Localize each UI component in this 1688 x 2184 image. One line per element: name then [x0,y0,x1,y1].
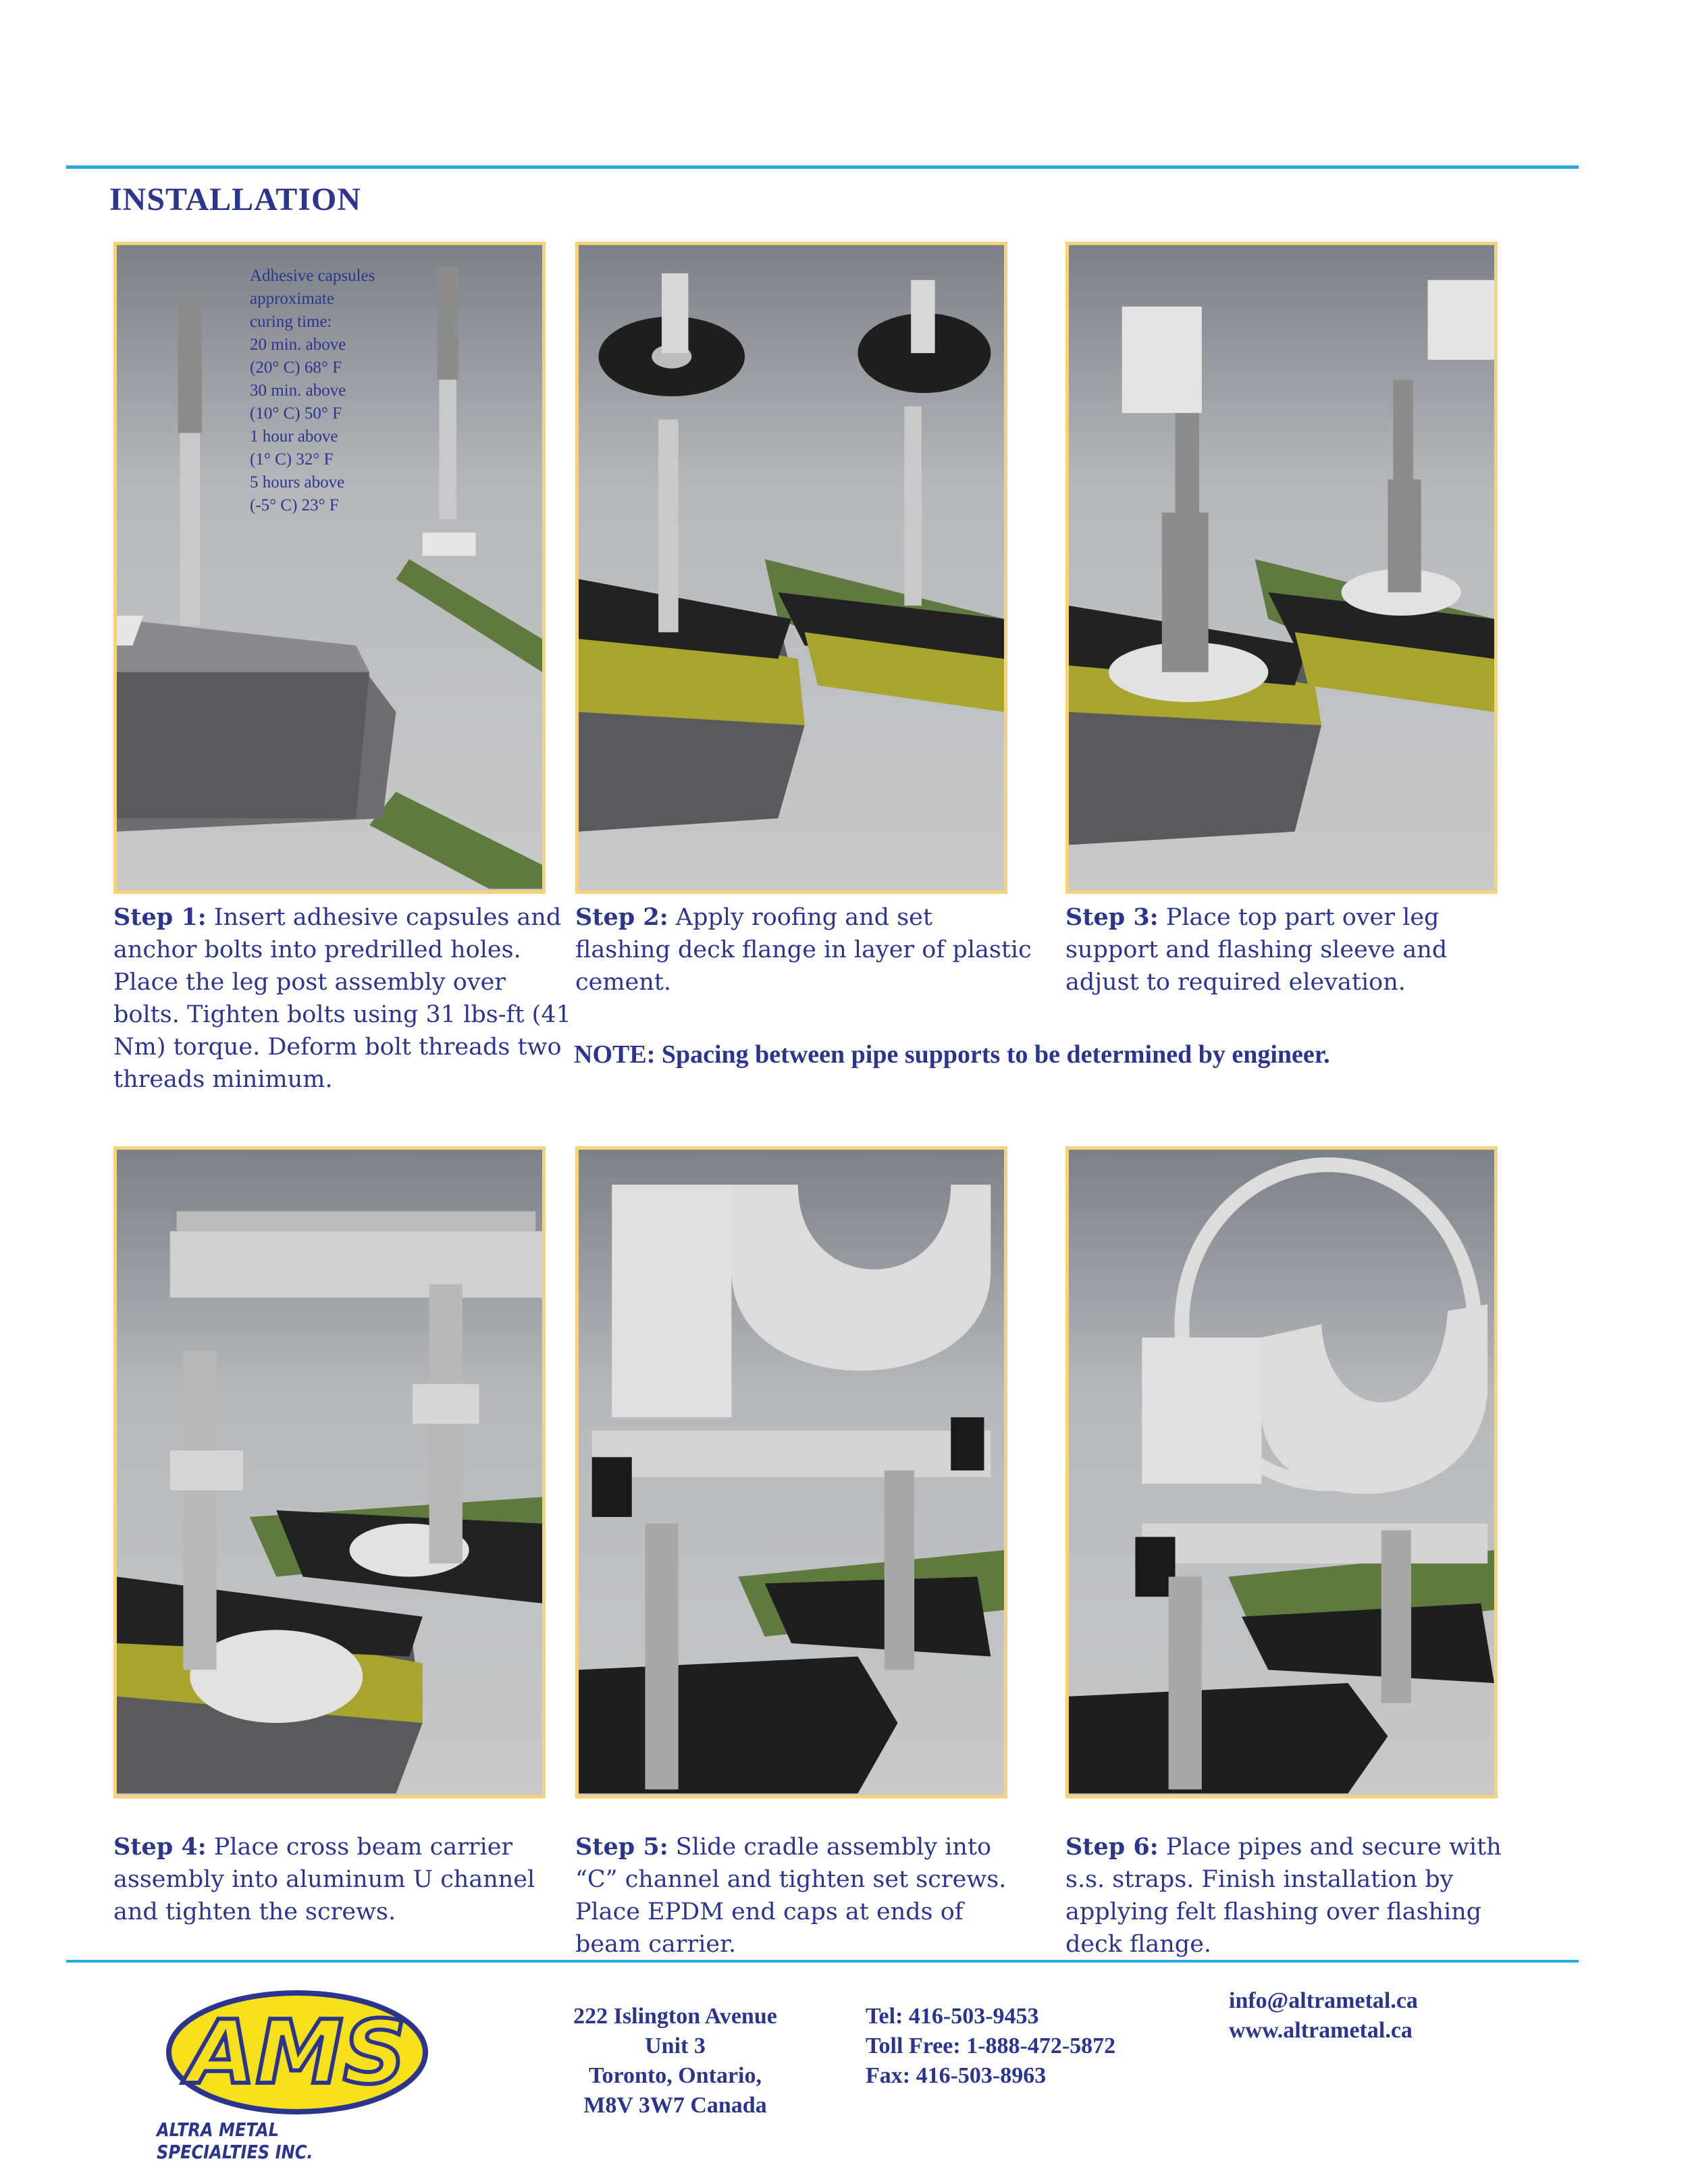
curing-line: approximate [250,290,334,308]
step-5-drawing [579,1184,1004,1794]
curing-time-note: Adhesive capsules approximate curing tim… [250,265,425,517]
step-1-label: Step 1: [113,903,207,931]
curing-line: Adhesive capsules [250,267,375,285]
step-3-caption: Step 3: Place top part over leg support … [1065,901,1525,998]
email-link[interactable]: info@altrametal.ca [1229,1988,1418,2013]
address-line: Toronto, Ontario, [589,2063,762,2088]
step-1-illustration [113,242,546,894]
logo-lettering: AMS [182,2001,406,2104]
step-2-caption: Step 2: Apply roofing and set flashing d… [575,901,1034,998]
step-4-text: Place cross beam carrier assembly into a… [113,1834,535,1925]
address-line: 222 Islington Avenue [573,2004,777,2029]
step-5-label: Step 5: [575,1833,668,1861]
step-1-text: Insert adhesive capsules and anchor bolt… [113,904,571,1093]
step-4-illustration [113,1146,546,1799]
step-3-text: Place top part over leg support and flas… [1065,904,1448,996]
step-5-illustration [575,1146,1007,1799]
address-line: Unit 3 [645,2033,706,2058]
step-6-caption: Step 6: Place pipes and secure with s.s.… [1065,1831,1525,1961]
company-logo: AMS [166,1990,428,2114]
company-name: ALTRA METAL SPECIALTIES INC. [157,2119,313,2163]
step-6-drawing [1069,1157,1494,1794]
spacing-note: NOTE: Spacing between pipe supports to b… [574,1040,1330,1069]
step-2-text: Apply roofing and set flashing deck flan… [575,904,1032,996]
step-6-illustration [1065,1146,1498,1799]
top-rule [66,165,1579,169]
contact-web: info@altrametal.ca www.altrametal.ca [1229,1986,1499,2046]
step-2-label: Step 2: [575,903,668,931]
curing-line: (20° C) 68° F [250,358,342,377]
step-2-illustration [575,242,1007,894]
step-1-caption: Step 1: Insert adhesive capsules and anc… [113,901,573,1096]
step-6-text: Place pipes and secure with s.s. straps.… [1065,1834,1502,1958]
address-line: M8V 3W7 Canada [583,2093,767,2118]
bottom-rule [66,1960,1579,1963]
step-1-drawing [117,267,542,889]
curing-line: 5 hours above [250,473,345,491]
step-4-drawing [117,1211,542,1794]
curing-line: 1 hour above [250,427,338,446]
fax-number: Fax: 416-503-8963 [866,2063,1047,2088]
step-3-drawing [1069,279,1494,845]
curing-line: curing time: [250,313,332,331]
step-3-label: Step 3: [1065,903,1159,931]
phone-number: Tel: 416-503-9453 [866,2004,1039,2029]
step-5-text: Slide cradle assembly into “C” channel a… [575,1834,1007,1958]
curing-line: 20 min. above [250,336,346,354]
curing-line: 30 min. above [250,381,346,400]
toll-free-number: Toll Free: 1-888-472-5872 [866,2033,1116,2058]
step-4-label: Step 4: [113,1833,207,1861]
step-6-label: Step 6: [1065,1833,1159,1861]
curing-line: (-5° C) 23° F [250,496,339,514]
contact-phones: Tel: 416-503-9453 Toll Free: 1-888-472-5… [866,2002,1217,2091]
step-2-drawing [579,273,1004,832]
step-3-illustration [1065,242,1498,894]
page-title: INSTALLATION [109,182,361,217]
step-4-caption: Step 4: Place cross beam carrier assembl… [113,1831,573,1928]
curing-line: (1° C) 32° F [250,450,334,469]
step-5-caption: Step 5: Slide cradle assembly into “C” c… [575,1831,1034,1961]
address-block: 222 Islington Avenue Unit 3 Toronto, Ont… [540,2002,810,2121]
curing-line: (10° C) 50° F [250,404,342,423]
website-link[interactable]: www.altrametal.ca [1229,2018,1413,2043]
